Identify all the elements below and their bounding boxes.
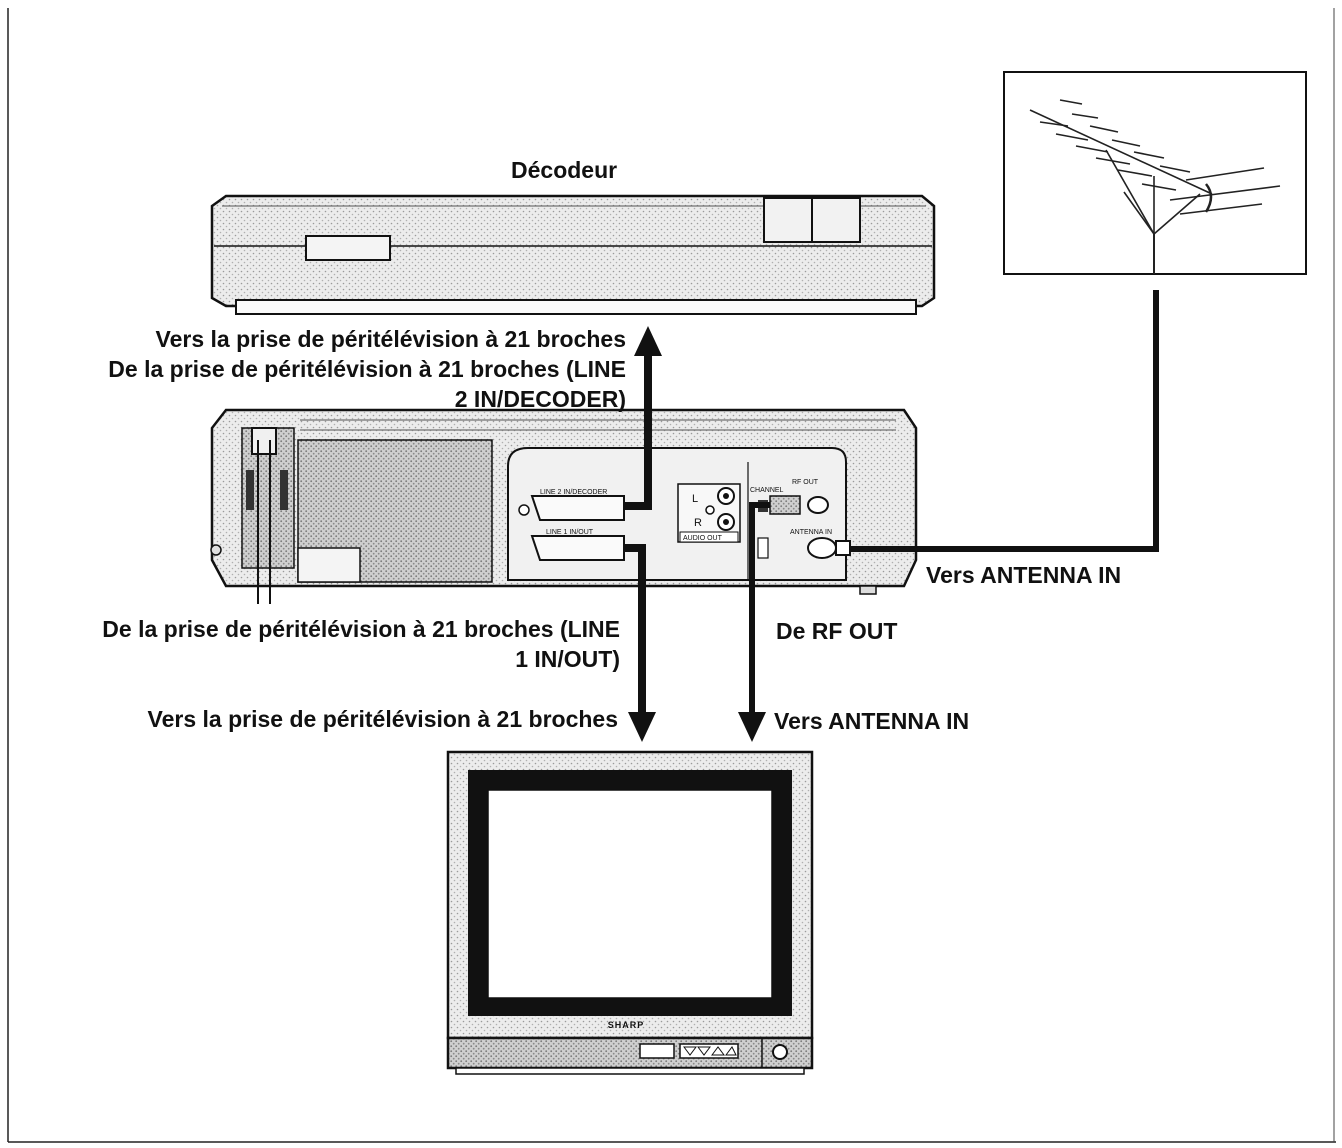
antenna-in-label: ANTENNA IN (790, 529, 832, 536)
vcr-rear-panel: LINE 2 IN/DECODER LINE 1 IN/OUT L R AUDI… (210, 408, 918, 604)
label-from-line2-line2: 2 IN/DECODER) (454, 386, 626, 412)
label-from-line2-line1: De la prise de péritélévision à 21 broch… (108, 356, 626, 382)
line2-socket-label: LINE 2 IN/DECODER (540, 489, 607, 496)
label-from-rf-out: De RF OUT (776, 618, 898, 644)
tv-brand-logo: SHARP (608, 1020, 645, 1030)
label-from-line1-line2: 1 IN/OUT) (515, 646, 620, 672)
scart-line2-socket: LINE 2 IN/DECODER (530, 489, 625, 521)
label-from-line1-line1: De la prise de péritélévision à 21 broch… (102, 616, 620, 642)
line1-socket-label: LINE 1 IN/OUT (546, 529, 594, 536)
television: SHARP (446, 750, 814, 1075)
cable-decoder-vcr (624, 326, 662, 510)
cable-antenna-vcr (850, 290, 1159, 552)
channel-label: CHANNEL (750, 487, 784, 494)
audio-l-label: L (692, 493, 698, 505)
decoder-unit (210, 194, 936, 315)
arrow-up-to-decoder (634, 326, 662, 356)
label-to-tv-scart: Vers la prise de péritélévision à 21 bro… (147, 706, 618, 732)
cable-vcr-tv-scart (624, 544, 656, 742)
label-to-decoder-scart: Vers la prise de péritélévision à 21 bro… (155, 326, 626, 352)
arrow-down-to-tv-scart (628, 712, 656, 742)
antenna-icon (1029, 99, 1281, 274)
audio-out-label: AUDIO OUT (683, 535, 723, 542)
cable-rf-to-tv (738, 502, 770, 742)
decoder-title: Décodeur (511, 157, 618, 183)
label-to-tv-antenna-in: Vers ANTENNA IN (774, 708, 970, 734)
page-frame (7, 8, 1336, 1143)
audio-r-label: R (694, 517, 702, 529)
audio-out-block: L R AUDIO OUT (677, 483, 741, 543)
rf-out-label: RF OUT (792, 479, 819, 486)
scart-line1-socket: LINE 1 IN/OUT (530, 529, 625, 561)
label-antenna-to-vcr: Vers ANTENNA IN (926, 562, 1122, 588)
rf-block: CHANNEL RF OUT ANTENNA IN (747, 462, 851, 580)
arrow-down-to-tv-antenna (738, 712, 766, 742)
antenna-box (1003, 71, 1307, 275)
